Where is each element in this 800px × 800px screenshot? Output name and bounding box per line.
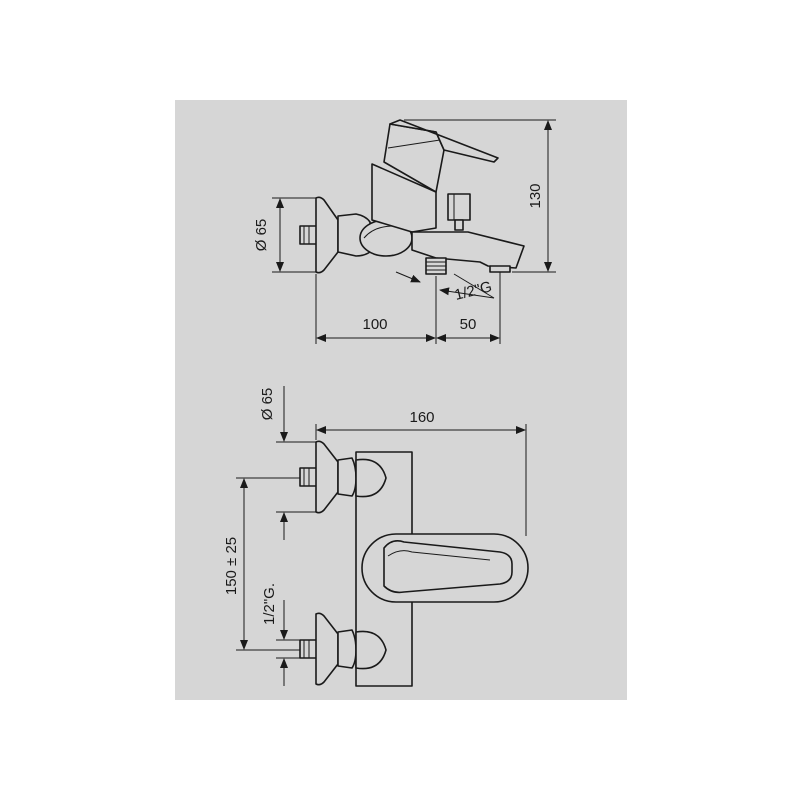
front-upper-connector <box>299 440 387 514</box>
side-view: Ø 65 130 100 50 1/2"G <box>253 119 556 344</box>
side-aerator <box>489 265 511 273</box>
front-dim-width-label: 160 <box>409 409 434 426</box>
front-lower-connector <box>299 612 387 686</box>
side-mixer-body <box>371 163 437 233</box>
front-view: 160 Ø 65 150 ± 25 1/2"G. <box>223 386 529 687</box>
side-thread-label: 1/2"G <box>453 278 494 304</box>
front-dim-diameter-label: Ø 65 <box>259 388 276 421</box>
side-thread-arrow <box>395 271 421 283</box>
side-diverter-knob <box>447 193 471 221</box>
front-lever <box>383 540 513 594</box>
side-lever-handle <box>389 119 499 163</box>
front-dim-spacing-label: 150 ± 25 <box>223 537 240 595</box>
side-dim-height-label: 130 <box>527 183 544 208</box>
side-wall-flange <box>315 196 339 274</box>
side-dim-diameter-label: Ø 65 <box>253 219 270 252</box>
side-dim-wall-label: 100 <box>362 316 387 333</box>
side-dim-spout-label: 50 <box>460 316 477 333</box>
side-spout <box>411 231 525 269</box>
side-hose-outlet <box>425 257 447 275</box>
front-dim-thread-label: 1/2"G. <box>261 583 278 625</box>
